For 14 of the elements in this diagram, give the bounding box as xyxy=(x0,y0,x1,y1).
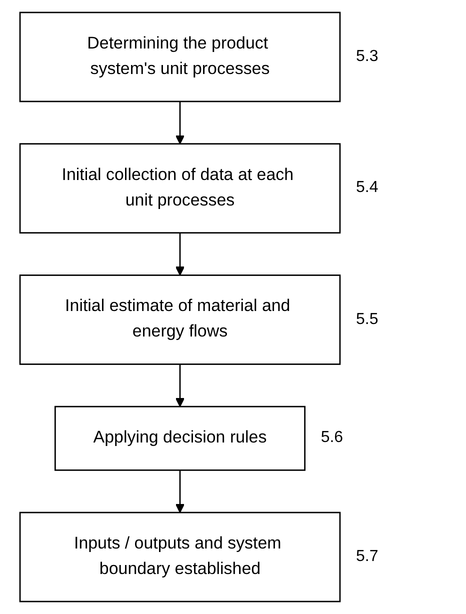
process-box: Initial collection of data at each unit processes xyxy=(19,143,341,234)
process-box: Applying decision rules xyxy=(54,406,306,471)
section-number: 5.5 xyxy=(356,310,378,329)
process-box: Inputs / outputs and system boundary established xyxy=(19,512,341,602)
arrow xyxy=(175,101,185,144)
arrow xyxy=(175,232,185,276)
section-number: 5.6 xyxy=(320,429,344,448)
section-number: 5.4 xyxy=(356,179,378,198)
arrow xyxy=(175,364,185,407)
section-number: 5.3 xyxy=(356,48,378,66)
section-number: 5.7 xyxy=(356,548,378,566)
arrow xyxy=(175,470,185,513)
process-box: Determining the product system's unit processes xyxy=(19,12,341,102)
process-box: Initial estimate of material and energy flows xyxy=(19,274,341,365)
